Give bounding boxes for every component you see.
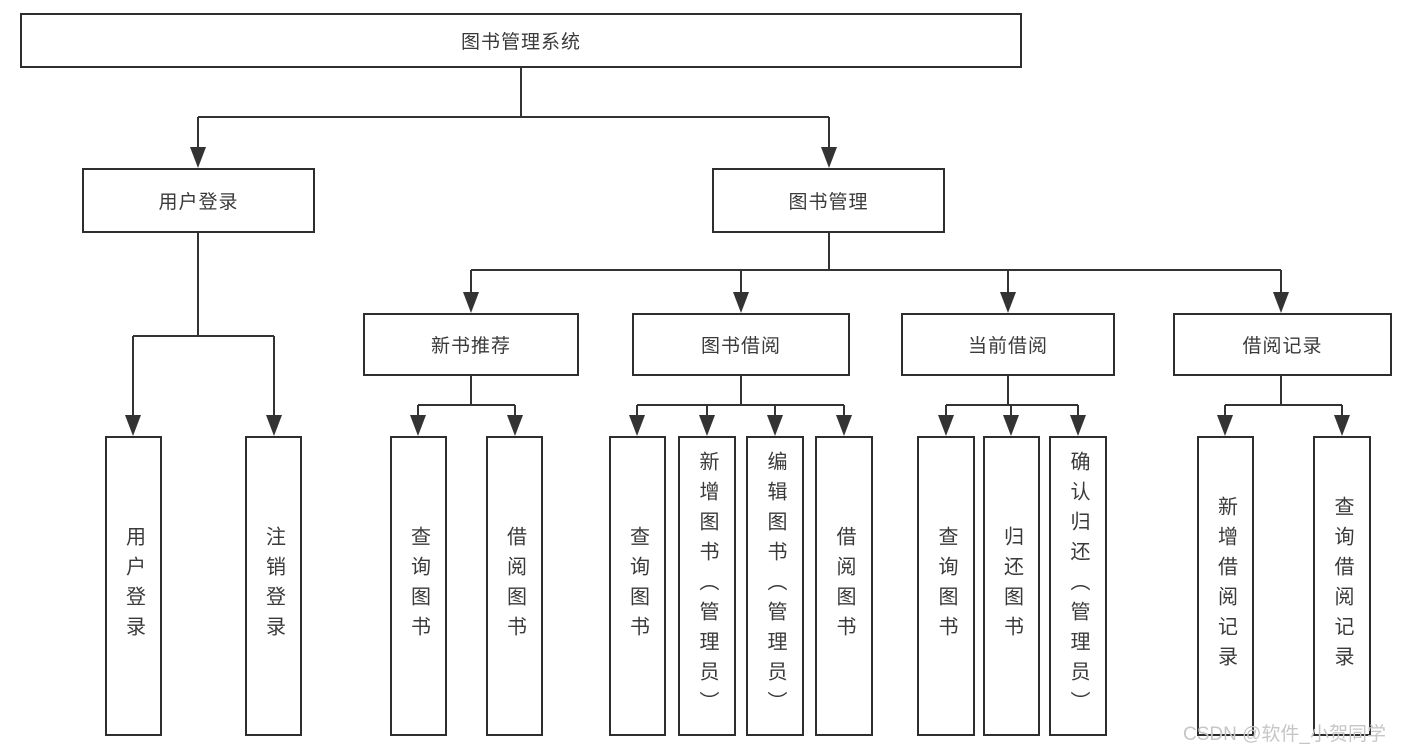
leaf-borrow-books-recommend: 借阅图书	[486, 436, 543, 736]
node-label: 借阅图书	[833, 526, 855, 646]
leaf-add-borrow-record: 新增借阅记录	[1197, 436, 1254, 736]
node-new-book-recommendation: 新书推荐	[363, 313, 579, 376]
node-label: 新书推荐	[430, 336, 511, 357]
node-label: 查询图书	[407, 526, 430, 646]
leaf-confirm-return-admin: 确认归还（管理员）	[1049, 436, 1107, 736]
node-label: 用户登录	[158, 192, 239, 213]
leaf-user-login: 用户登录	[105, 436, 162, 736]
node-label: 查询借阅记录	[1331, 496, 1353, 676]
node-borrowing-records: 借阅记录	[1173, 313, 1392, 376]
node-label: 图书管理系统	[460, 32, 581, 53]
node-label: 查询图书	[626, 526, 649, 646]
leaf-query-books-current: 查询图书	[917, 436, 975, 736]
csdn-watermark: CSDN @软件_小贺同学	[1183, 724, 1386, 745]
node-label: 用户登录	[122, 526, 145, 646]
leaf-query-borrow-record: 查询借阅记录	[1313, 436, 1371, 736]
node-label: 归还图书	[1000, 526, 1023, 646]
leaf-query-books-borrowing: 查询图书	[609, 436, 666, 736]
node-book-management: 图书管理	[712, 168, 945, 233]
leaf-return-books: 归还图书	[983, 436, 1040, 736]
node-library-management-system: 图书管理系统	[20, 13, 1022, 68]
node-label: 新增图书（管理员）	[696, 451, 718, 721]
leaf-borrow-books-borrowing: 借阅图书	[815, 436, 873, 736]
node-label: 查询图书	[935, 526, 957, 646]
node-current-borrowing: 当前借阅	[901, 313, 1115, 376]
leaf-add-books-admin: 新增图书（管理员）	[678, 436, 736, 736]
node-label: 确认归还（管理员）	[1067, 451, 1089, 721]
node-label: 借阅图书	[503, 526, 526, 646]
node-label: 编辑图书（管理员）	[764, 451, 786, 721]
node-label: 借阅记录	[1242, 336, 1323, 357]
node-label: 新增借阅记录	[1214, 496, 1237, 676]
node-label: 图书管理	[788, 192, 869, 213]
leaf-edit-books-admin: 编辑图书（管理员）	[746, 436, 804, 736]
node-label: 图书借阅	[700, 336, 781, 357]
arrowheads	[125, 147, 1350, 436]
node-label: 注销登录	[262, 526, 285, 646]
leaf-query-books-recommend: 查询图书	[390, 436, 447, 736]
node-user-login: 用户登录	[82, 168, 315, 233]
node-book-borrowing: 图书借阅	[632, 313, 850, 376]
node-label: 当前借阅	[967, 336, 1048, 357]
leaf-logout: 注销登录	[245, 436, 302, 736]
connector-strokes	[132, 68, 1343, 420]
